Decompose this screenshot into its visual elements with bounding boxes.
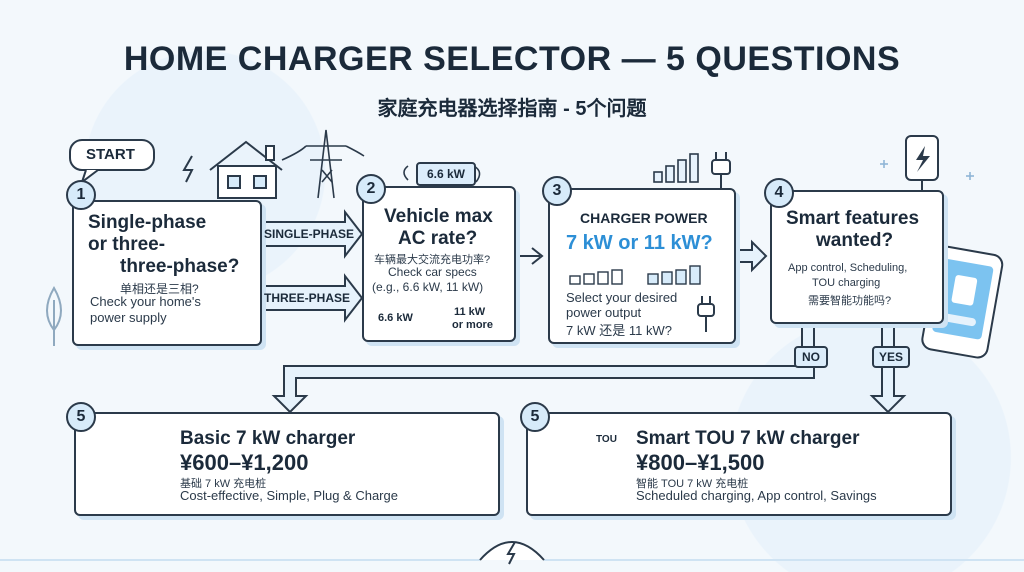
- step-badge-5-smart: 5: [520, 402, 550, 432]
- q3-head: CHARGER POWER: [580, 210, 708, 226]
- footer-lightning-icon: [0, 541, 1024, 565]
- page-subtitle: 家庭充电器选择指南 - 5个问题: [377, 98, 647, 120]
- q2-hint1: Check car specs: [388, 265, 477, 279]
- arrow-no-path: [271, 321, 815, 414]
- q2-cn: 车辆最大交流充电功率?: [374, 254, 491, 266]
- step-badge-3: 3: [542, 176, 572, 206]
- q2-line1: Vehicle max: [384, 206, 493, 227]
- sparkle-deco: [880, 160, 974, 180]
- q4-line2: wanted?: [816, 230, 894, 251]
- q4-hint1: App control, Scheduling,: [788, 262, 908, 274]
- power-tower-icon: [281, 129, 365, 199]
- q4-hint2: TOU charging: [812, 277, 881, 289]
- q2-high-option-1: 11 kW: [454, 306, 486, 318]
- arrow-q2-q3: [514, 247, 544, 265]
- basic-cn: 基础 7 kW 充电桩: [180, 478, 267, 490]
- step-badge-4: 4: [764, 178, 794, 208]
- q1-cn: 单相还是三相?: [120, 282, 199, 296]
- step-badge-1: 1: [66, 180, 96, 210]
- answer-yes-label: YES: [872, 346, 910, 368]
- smart-desc: Scheduled charging, App control, Savings: [636, 488, 877, 503]
- question-1-card: [72, 200, 262, 346]
- q2-high-option-2: or more: [452, 319, 493, 331]
- signal-bars-icon: [653, 153, 699, 183]
- answer-no-label: NO: [794, 346, 828, 368]
- tou-icon-label: TOU: [596, 434, 617, 445]
- arrow-q3-q4: [733, 239, 768, 273]
- q2-hint2: (e.g., 6.6 kW, 11 kW): [372, 280, 484, 294]
- q1-hint2: power supply: [90, 310, 167, 325]
- question-2-card: [362, 186, 516, 342]
- page-title: HOME CHARGER SELECTOR — 5 QUESTIONS: [123, 40, 901, 78]
- q1-line2: or three-: [88, 234, 166, 255]
- result-basic-card: [74, 412, 500, 516]
- q3-hint2: power output: [566, 305, 642, 320]
- q1-line3: three-phase?: [120, 256, 240, 277]
- plug-icon: [711, 152, 731, 188]
- arrow-three-phase: [257, 273, 364, 323]
- question-3-card: [548, 188, 736, 344]
- q4-line1: Smart features: [786, 208, 920, 229]
- rate-chip: 6.6 kW: [416, 162, 476, 186]
- basic-price: ¥600–¥1,200: [180, 450, 309, 475]
- tree-icon: [46, 286, 62, 346]
- basic-name: Basic 7 kW charger: [180, 428, 356, 449]
- q4-cn: 需要智能功能吗?: [808, 295, 892, 307]
- q3-options: 7 kW or 11 kW?: [566, 232, 713, 254]
- option-single-phase: SINGLE-PHASE: [264, 227, 355, 241]
- q3-cn: 7 kW 还是 11 kW?: [566, 323, 672, 338]
- q3-hint1: Select your desired: [566, 290, 678, 305]
- smart-price: ¥800–¥1,500: [636, 450, 765, 475]
- step-badge-2: 2: [356, 174, 386, 204]
- basic-desc: Cost-effective, Simple, Plug & Charge: [180, 488, 398, 503]
- smart-name: Smart TOU 7 kW charger: [636, 428, 860, 449]
- option-three-phase: THREE-PHASE: [264, 291, 351, 305]
- arrow-single-phase: [257, 209, 364, 259]
- lightning-icon: [182, 155, 194, 183]
- question-4-card: [770, 190, 944, 324]
- q1-line1: Single-phase: [88, 212, 207, 233]
- q2-low-option: 6.6 kW: [378, 312, 413, 324]
- house-icon: [209, 140, 283, 199]
- q1-hint1: Check your home's: [90, 294, 201, 309]
- start-label: START: [86, 146, 135, 163]
- q2-line2: AC rate?: [398, 228, 478, 249]
- smart-cn: 智能 TOU 7 kW 充电桩: [636, 478, 749, 490]
- result-smart-card: [526, 412, 952, 516]
- rate-chip-arrow-left: [403, 165, 409, 181]
- step-badge-5-basic: 5: [66, 402, 96, 432]
